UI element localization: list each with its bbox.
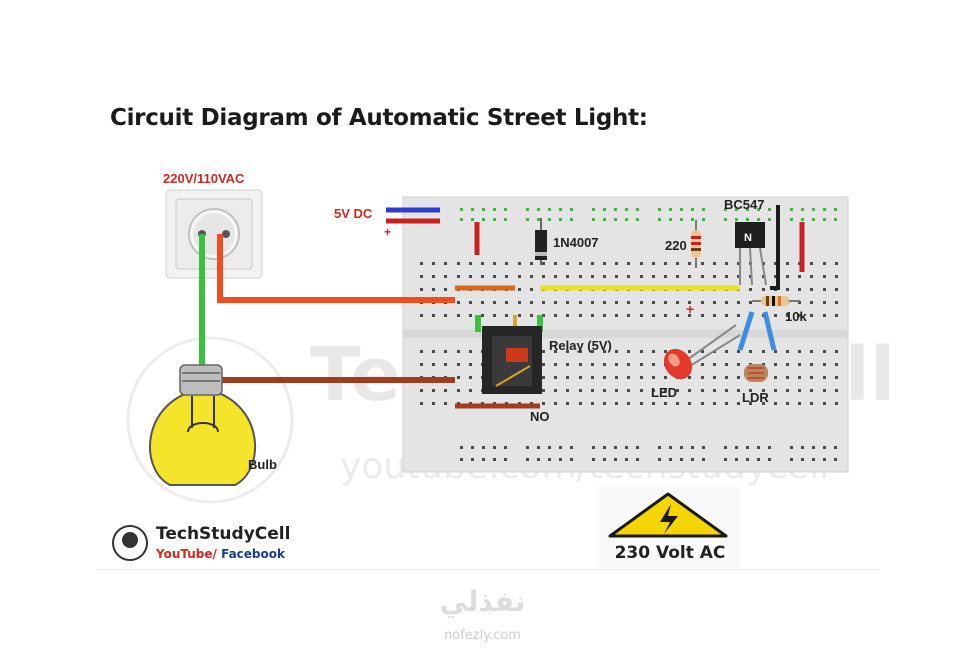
- brand-name: TechStudyCell: [156, 524, 291, 544]
- ldr-wire-right: [762, 311, 777, 351]
- resistor-10k-label: 10k: [785, 309, 807, 324]
- relay-no-label: NO: [530, 409, 550, 424]
- resistor-220: [691, 220, 701, 268]
- relay: [475, 315, 543, 394]
- ac-supply-label: 220V/110VAC: [163, 171, 245, 186]
- black-jumper: [770, 205, 780, 290]
- led: [663, 324, 741, 380]
- dc-plus-label: +: [384, 225, 391, 239]
- transistor-label: BC547: [724, 197, 764, 212]
- ldr-wire-left: [737, 311, 755, 351]
- bulb-label: Bulb: [248, 457, 277, 472]
- diode-label: 1N4007: [553, 235, 599, 250]
- breadboard: [402, 196, 849, 473]
- transistor: N: [735, 222, 767, 286]
- brand-logo: [112, 525, 148, 561]
- page-title: Circuit Diagram of Automatic Street Ligh…: [110, 105, 648, 131]
- ldr: [744, 364, 768, 382]
- ldr-label: LDR: [742, 390, 769, 405]
- diode: [535, 218, 547, 265]
- divider: [96, 569, 880, 570]
- resistor-10k: [752, 296, 800, 306]
- youtube-link[interactable]: YouTube/: [156, 547, 217, 561]
- site-logo-arabic: نفذلي: [439, 585, 526, 618]
- resistor-220-label: 220: [665, 238, 687, 253]
- transistor-mark: N: [744, 232, 752, 244]
- bulb: [149, 364, 256, 486]
- relay-label: Relay (5V): [549, 338, 612, 353]
- orange-wire: [217, 234, 455, 303]
- led-plus-label: +: [686, 301, 694, 317]
- led-label: LED: [651, 385, 677, 400]
- brand-links: YouTube/ Facebook: [156, 547, 285, 561]
- dc-supply-label: 5V DC: [334, 206, 373, 221]
- site-logo-english: nofezly.com: [444, 628, 521, 643]
- wall-socket: [165, 189, 263, 279]
- warning-text: 230 Volt AC: [614, 543, 726, 563]
- warning-sign: [597, 486, 740, 568]
- facebook-link[interactable]: Facebook: [216, 547, 285, 561]
